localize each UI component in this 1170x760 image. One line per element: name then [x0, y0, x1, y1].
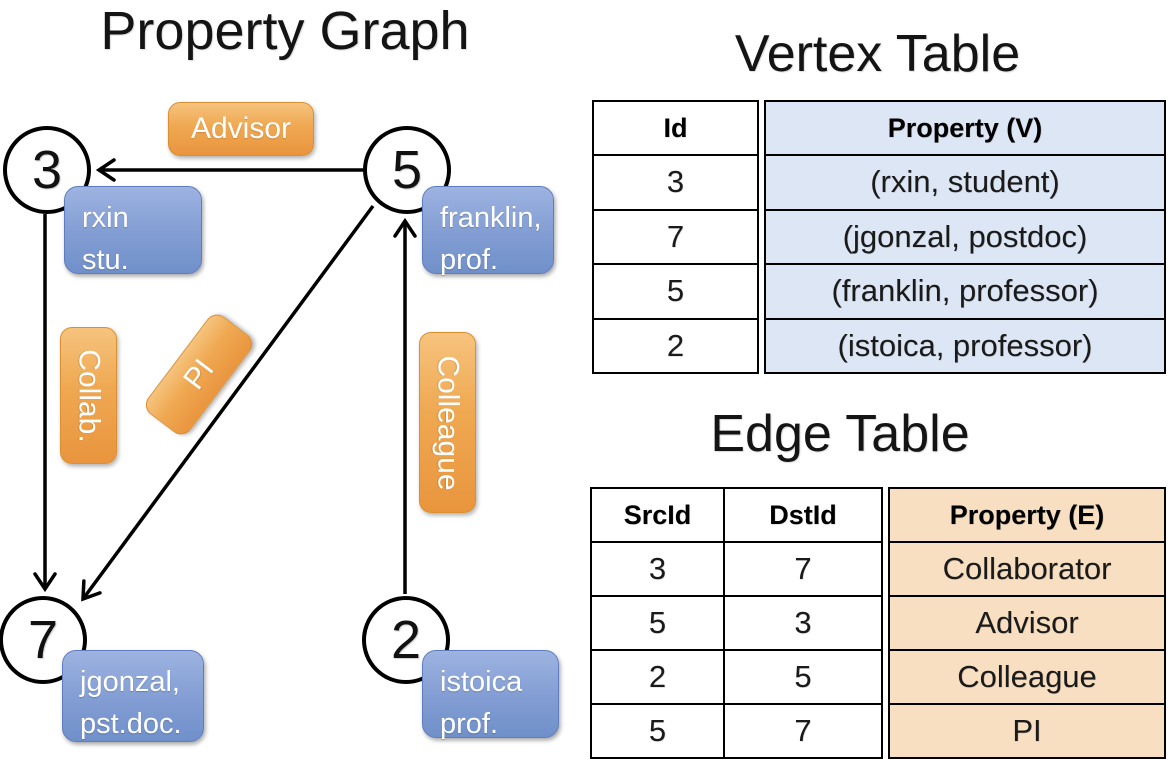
table-row: 5 — [594, 265, 757, 320]
table-cell-property: Collaborator — [942, 551, 1112, 586]
table-row: Colleague — [890, 651, 1164, 705]
table-row: 2 — [594, 320, 757, 373]
node-id-7: 7 — [27, 610, 59, 670]
cell-value: 3 — [794, 605, 812, 640]
edge-table-title: Edge Table — [710, 405, 970, 463]
edge-table-header-dstid: DstId — [725, 489, 881, 541]
vertex-table-title: Vertex Table — [734, 25, 1021, 83]
edge-table-id-columns: SrcId DstId 3 7 5 3 2 — [590, 487, 883, 759]
vertex-table-header-id: Id — [594, 102, 757, 156]
edge-line-pi-5-to-7 — [81, 204, 375, 602]
table-cell-dstid: 3 — [725, 597, 881, 649]
edge-label-text: Collab. — [72, 348, 106, 443]
property-graph-title: Property Graph — [100, 1, 470, 61]
vertex-property-box-2: istoica prof. — [422, 650, 559, 740]
column-header-label: SrcId — [623, 499, 692, 530]
edge-label-text: PI — [176, 352, 221, 396]
edge-label-colleague: Colleague — [419, 332, 476, 513]
node-circle-5: 5 — [363, 126, 451, 214]
cell-value: 5 — [648, 605, 667, 640]
table-row: (franklin, professor) — [766, 265, 1164, 320]
vertex-property-box-7: jgonzal, pst.doc. — [62, 650, 204, 742]
vertex-property-line: franklin, — [440, 202, 542, 234]
table-row: (rxin, student) — [766, 156, 1164, 211]
table-row: 3 — [594, 156, 757, 211]
vertex-property-line: prof. — [440, 708, 499, 741]
vertex-property-line: prof. — [440, 244, 499, 277]
table-row: 5 7 — [592, 705, 881, 757]
column-header-label: Id — [663, 112, 688, 143]
table-cell-srcid: 2 — [592, 651, 725, 703]
edge-table-header-srcid: SrcId — [592, 489, 725, 541]
table-cell-property: PI — [1012, 713, 1042, 748]
table-cell-id: 5 — [666, 273, 685, 309]
table-cell-id: 3 — [666, 164, 685, 200]
table-cell-property: Advisor — [975, 605, 1079, 640]
cell-value: 7 — [794, 713, 812, 748]
vertex-property-line: pst.doc. — [80, 708, 182, 741]
cell-value: 5 — [794, 659, 812, 694]
vertex-property-box-3: rxin stu. — [64, 186, 202, 276]
table-row: 2 5 — [592, 651, 881, 705]
table-row: (istoica, professor) — [766, 319, 1164, 372]
vertex-table-id-column: Id 3 7 5 2 — [592, 100, 759, 374]
vertex-property-line: rxin — [82, 202, 129, 234]
cell-value: 7 — [794, 551, 812, 586]
column-header-label: DstId — [769, 499, 837, 530]
vertex-table-property-column: Property (V) (rxin, student) (jgonzal, p… — [764, 100, 1166, 374]
table-cell-dstid: 7 — [725, 705, 881, 757]
table-cell-property: (jgonzal, postdoc) — [842, 218, 1088, 254]
table-row: 3 7 — [592, 543, 881, 597]
table-row: (jgonzal, postdoc) — [766, 210, 1164, 265]
column-header-label: Property (V) — [887, 112, 1043, 143]
edge-label-text: Colleague — [431, 354, 465, 491]
vertex-property-line: stu. — [82, 244, 129, 277]
cell-value: 2 — [648, 659, 667, 694]
table-row: 5 3 — [592, 597, 881, 651]
node-id-5: 5 — [391, 140, 423, 200]
table-cell-property: (franklin, professor) — [831, 273, 1099, 309]
node-id-3: 3 — [31, 140, 63, 200]
edge-label-advisor: Advisor — [168, 102, 314, 156]
table-cell-dstid: 5 — [725, 651, 881, 703]
table-cell-srcid: 5 — [592, 705, 725, 757]
edge-table-property-column: Property (E) Collaborator Advisor Collea… — [888, 487, 1166, 759]
edge-table-header-ids: SrcId DstId — [592, 489, 881, 543]
table-cell-property: (istoica, professor) — [837, 327, 1093, 363]
vertex-property-line: istoica — [440, 666, 523, 698]
table-row: 7 — [594, 211, 757, 265]
table-cell-id: 7 — [666, 218, 685, 254]
column-header-label: Property (E) — [949, 499, 1105, 530]
vertex-property-box-5: franklin, prof. — [422, 186, 554, 276]
table-cell-property: Colleague — [957, 659, 1097, 694]
edge-label-collab: Collab. — [60, 327, 117, 464]
table-cell-id: 2 — [666, 327, 685, 363]
table-row: PI — [890, 705, 1164, 757]
edge-label-text: Advisor — [190, 112, 292, 145]
edge-table-header-property: Property (E) — [890, 489, 1164, 543]
table-cell-dstid: 7 — [725, 543, 881, 595]
vertex-property-line: jgonzal, — [80, 666, 180, 698]
vertex-table-header-property: Property (V) — [766, 102, 1164, 156]
table-cell-srcid: 3 — [592, 543, 725, 595]
table-row: Advisor — [890, 597, 1164, 651]
cell-value: 3 — [648, 551, 667, 586]
table-cell-property: (rxin, student) — [870, 164, 1060, 200]
node-circle-2: 2 — [362, 596, 450, 684]
table-cell-srcid: 5 — [592, 597, 725, 649]
graph-edges-layer — [33, 158, 417, 602]
table-row: Collaborator — [890, 543, 1164, 597]
cell-value: 5 — [648, 713, 667, 748]
node-id-2: 2 — [390, 610, 422, 670]
